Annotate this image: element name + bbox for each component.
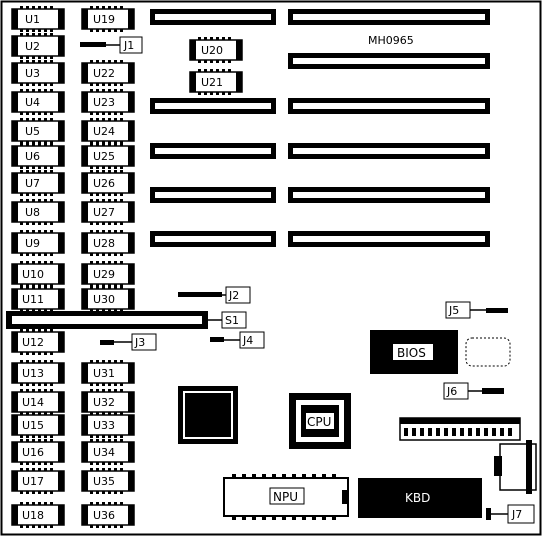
label-u14: U14	[22, 396, 44, 409]
board-id: MH0965	[368, 34, 414, 47]
svg-text:J7: J7	[511, 508, 522, 521]
label-u11: U11	[22, 293, 44, 306]
kbd-chip: KBD	[358, 478, 482, 518]
label-u1: U1	[25, 13, 40, 26]
label-u10: U10	[22, 268, 44, 281]
jumper-j5: J5	[445, 301, 508, 319]
keyboard-connector	[494, 440, 537, 494]
svg-text:BIOS: BIOS	[397, 346, 426, 360]
svg-text:J4: J4	[242, 334, 253, 347]
jumper-j2: J2	[178, 286, 251, 304]
svg-text:J3: J3	[134, 336, 145, 349]
jumper-j7: J7	[486, 504, 535, 524]
chip-labels	[19, 11, 235, 523]
jumper-j4: J4	[210, 331, 265, 349]
svg-text:J6: J6	[446, 385, 457, 398]
bios-chip: BIOS	[370, 330, 511, 374]
chip-label-text: U1 U2 U3 U4 U5 U6 U7 U8 U9 U10 U11 U12 U…	[22, 13, 223, 522]
slot-left-1	[150, 9, 276, 25]
svg-text:KBD: KBD	[405, 491, 430, 505]
label-u30: U30	[93, 293, 115, 306]
label-u3: U3	[25, 67, 40, 80]
label-u8: U8	[25, 206, 40, 219]
label-u20: U20	[201, 44, 223, 57]
slot-right-1	[288, 9, 490, 25]
label-u22: U22	[93, 67, 115, 80]
slot-left-2	[150, 98, 276, 114]
label-u5: U5	[25, 125, 40, 138]
svg-text:CPU: CPU	[307, 415, 331, 429]
label-u18: U18	[22, 509, 44, 522]
label-u15: U15	[22, 419, 44, 432]
label-u36: U36	[93, 509, 115, 522]
svg-text:S1: S1	[225, 314, 239, 327]
slot-left-5	[150, 231, 276, 247]
label-u23: U23	[93, 96, 115, 109]
label-u17: U17	[22, 475, 44, 488]
label-u7: U7	[25, 177, 40, 190]
svg-text:J1: J1	[123, 39, 134, 52]
label-u4: U4	[25, 96, 40, 109]
label-u28: U28	[93, 237, 115, 250]
slot-right-5	[288, 187, 490, 203]
label-u34: U34	[93, 446, 115, 459]
npu-socket: NPU	[223, 474, 349, 520]
switch-s1-label: S1	[208, 311, 247, 329]
label-u2: U2	[25, 40, 40, 53]
label-u6: U6	[25, 150, 40, 163]
svg-text:J2: J2	[228, 289, 239, 302]
slot-right-2	[288, 53, 490, 69]
label-u19: U19	[93, 13, 115, 26]
jumper-j3: J3	[100, 333, 157, 351]
svg-text:J5: J5	[448, 304, 459, 317]
label-u31: U31	[93, 367, 115, 380]
label-u21: U21	[201, 76, 223, 89]
label-u24: U24	[93, 125, 115, 138]
label-u33: U33	[93, 419, 115, 432]
cpu-chip: CPU	[289, 393, 351, 449]
jumper-j1: J1	[80, 36, 143, 54]
slot-right-4	[288, 143, 490, 159]
label-u29: U29	[93, 268, 115, 281]
label-u16: U16	[22, 446, 44, 459]
label-u26: U26	[93, 177, 115, 190]
label-u32: U32	[93, 396, 115, 409]
label-u27: U27	[93, 206, 115, 219]
jumper-j6: J6	[443, 382, 504, 400]
plcc-chip	[178, 386, 238, 444]
label-u35: U35	[93, 475, 115, 488]
label-u9: U9	[25, 237, 40, 250]
slot-left-3	[150, 143, 276, 159]
label-u12: U12	[22, 336, 44, 349]
svg-text:NPU: NPU	[273, 490, 298, 504]
slot-left-4	[150, 187, 276, 203]
memory-connector	[399, 417, 521, 441]
slot-right-6	[288, 231, 490, 247]
label-u13: U13	[22, 367, 44, 380]
slot-right-3	[288, 98, 490, 114]
label-u25: U25	[93, 150, 115, 163]
